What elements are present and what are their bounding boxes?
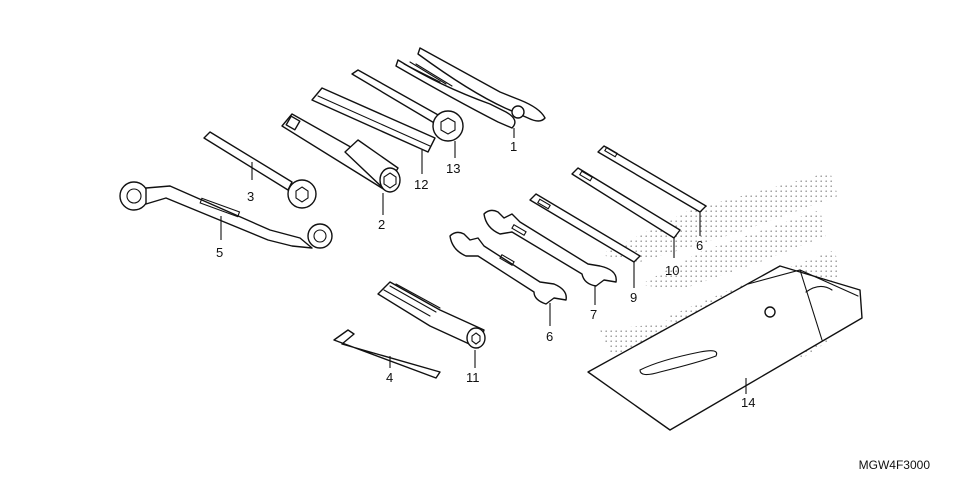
hex-key-part	[333, 329, 441, 379]
box-wrench-part	[203, 131, 317, 209]
callout-4: 4	[386, 370, 393, 385]
open-end-wrench-large-part	[483, 209, 617, 287]
callout-7: 7	[590, 307, 597, 322]
callout-8: 6	[696, 238, 703, 253]
callout-1: 1	[510, 139, 517, 154]
screwdriver-flat-part	[571, 167, 681, 239]
socket-wrench-part	[281, 113, 401, 193]
callout-13: 13	[446, 161, 460, 176]
pliers-part	[395, 47, 546, 129]
callout-2: 2	[378, 217, 385, 232]
diagram-code: MGW4F3000	[858, 458, 930, 472]
offset-box-wrench-part	[119, 181, 333, 249]
spanner-ring-part	[351, 69, 464, 142]
callout-10: 10	[665, 263, 679, 278]
callout-5: 5	[216, 245, 223, 260]
tool-bag-part	[587, 265, 863, 431]
callout-14: 14	[741, 395, 755, 410]
callout-9: 9	[630, 290, 637, 305]
callout-3: 3	[247, 189, 254, 204]
screwdriver-grip-part	[597, 145, 707, 213]
screwdriver-phillips-part	[529, 193, 641, 263]
open-end-wrench-small-part	[449, 231, 567, 305]
handle-bar-part	[311, 87, 436, 153]
callout-11: 11	[466, 370, 480, 385]
callout-12: 12	[414, 177, 428, 192]
extension-handle-part	[377, 281, 486, 349]
callout-6-label: 6	[546, 329, 553, 344]
